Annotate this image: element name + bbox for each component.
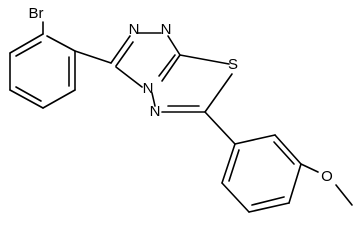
nitrogen-atom-label-top-left: N [129,21,140,38]
thiadiazole-ring [151,54,233,113]
methoxyphenyl-ring [221,134,302,213]
molecule-structure: Br N N N N S O [9,5,353,213]
sulfur-atom-label: S [228,56,238,73]
c-o-bond [300,163,319,173]
nitrogen-atom-label-bridge: N [143,80,154,97]
atom-labels: Br N N N N S O [29,5,333,185]
o-ch3-bond [335,184,353,206]
aryl-triazole-bond [74,50,112,64]
bromophenyl-ring [9,33,76,109]
nitrogen-atom-label-bottom: N [150,103,161,120]
thiadiazole-aryl-bond [204,111,236,145]
nitrogen-atom-label-top-right: N [161,21,172,38]
triazole-ring [110,32,181,88]
oxygen-atom-label: O [321,168,333,185]
bromine-atom-label: Br [29,5,44,22]
bonds [9,21,353,213]
